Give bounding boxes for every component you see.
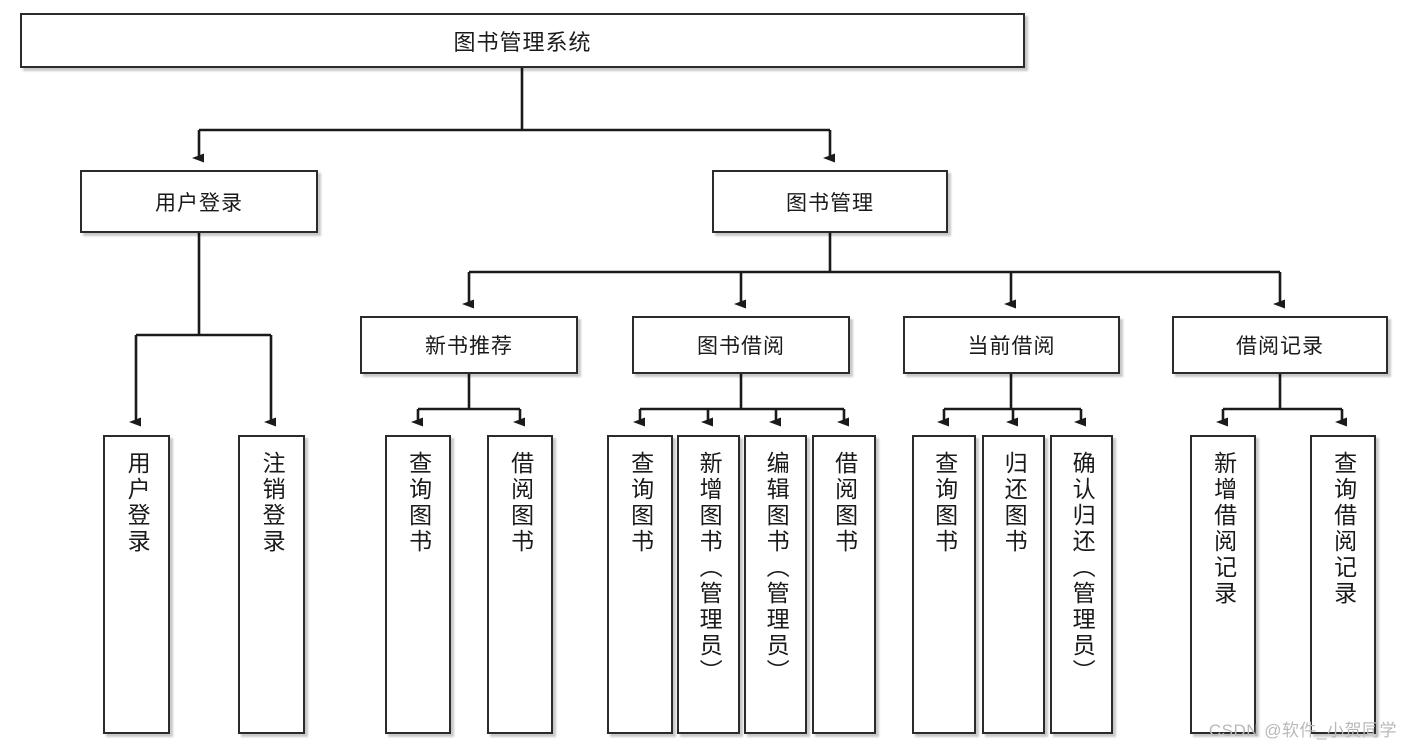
node-label: 图书管理 [786, 191, 874, 215]
node-label: 图书管理系统 [453, 29, 592, 55]
node-label: 图书借阅 [697, 335, 785, 358]
node-label: 新增借阅记录 [1210, 451, 1237, 607]
leaf-confirm-return-admin[interactable]: 确认归还（管理员） [1050, 435, 1113, 734]
leaf-add-book-admin[interactable]: 新增图书（管理员） [677, 435, 740, 734]
leaf-return-book[interactable]: 归还图书 [982, 435, 1045, 734]
node-new-book-recommend[interactable]: 新书推荐 [360, 316, 578, 374]
node-label: 新增图书（管理员） [696, 451, 723, 685]
node-book-management[interactable]: 图书管理 [712, 170, 948, 233]
node-label: 借阅图书 [507, 451, 534, 555]
node-label: 新书推荐 [425, 335, 513, 358]
node-label: 借阅记录 [1236, 335, 1324, 358]
node-book-borrow[interactable]: 图书借阅 [632, 316, 850, 374]
node-label: 编辑图书（管理员） [763, 451, 790, 685]
node-borrow-records[interactable]: 借阅记录 [1172, 316, 1388, 374]
leaf-query-book-recommend[interactable]: 查询图书 [385, 435, 451, 734]
leaf-query-book-current[interactable]: 查询图书 [912, 435, 976, 734]
leaf-query-borrow-record[interactable]: 查询借阅记录 [1310, 435, 1376, 734]
node-label: 用户登录 [124, 451, 151, 555]
node-label: 查询图书 [931, 451, 958, 555]
node-root-system[interactable]: 图书管理系统 [20, 13, 1025, 68]
node-current-borrow[interactable]: 当前借阅 [903, 316, 1120, 374]
leaf-borrow-book[interactable]: 借阅图书 [812, 435, 876, 734]
node-label: 当前借阅 [967, 335, 1056, 358]
node-user-login[interactable]: 用户登录 [80, 170, 318, 233]
node-label: 用户登录 [155, 191, 243, 215]
leaf-add-borrow-record[interactable]: 新增借阅记录 [1190, 435, 1256, 734]
csdn-watermark: CSDN @软件_小贺同学 [1208, 721, 1397, 740]
leaf-edit-book-admin[interactable]: 编辑图书（管理员） [744, 435, 807, 734]
node-label: 查询图书 [405, 451, 432, 555]
node-label: 查询借阅记录 [1330, 451, 1357, 607]
node-label: 确认归还（管理员） [1069, 451, 1096, 685]
leaf-borrow-book-recommend[interactable]: 借阅图书 [487, 435, 553, 734]
leaf-user-login[interactable]: 用户登录 [103, 435, 170, 734]
leaf-query-book-borrow[interactable]: 查询图书 [607, 435, 673, 734]
node-label: 查询图书 [627, 451, 654, 555]
node-label: 借阅图书 [831, 451, 858, 555]
leaf-logout[interactable]: 注销登录 [238, 435, 305, 734]
node-label: 归还图书 [1001, 451, 1028, 555]
node-label: 注销登录 [259, 451, 286, 555]
